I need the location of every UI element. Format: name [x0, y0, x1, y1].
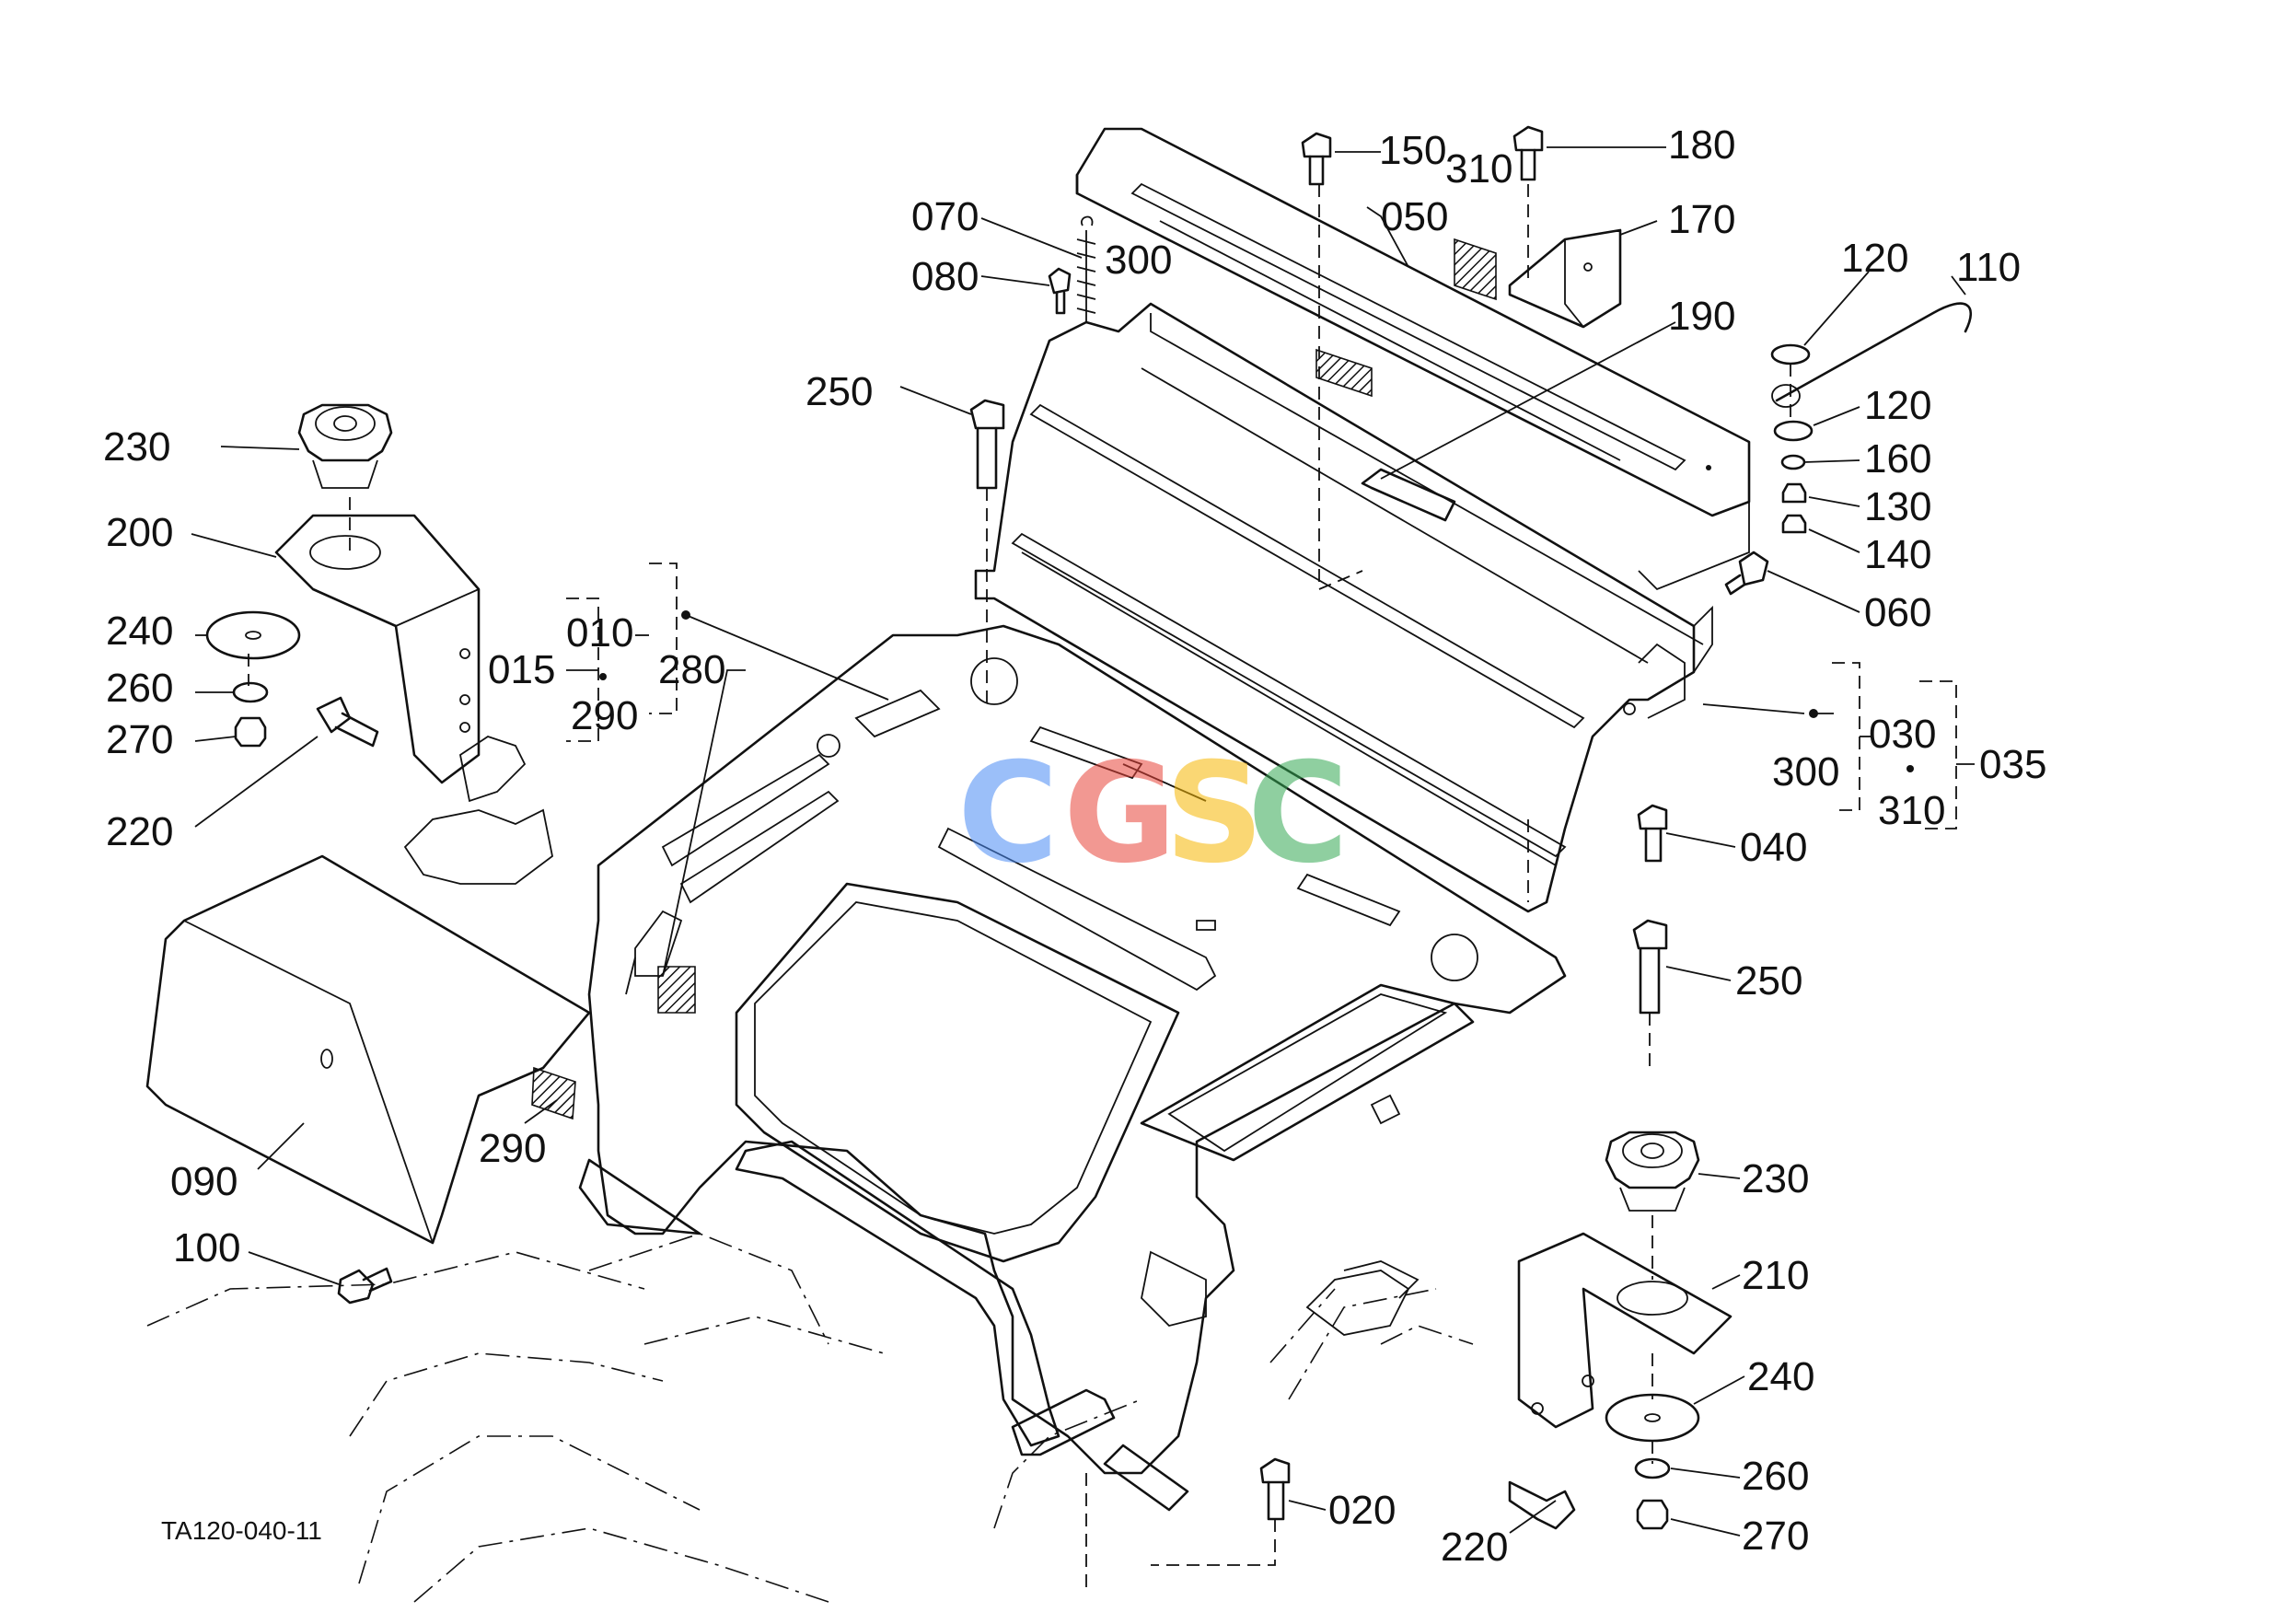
callout-310-group: 310 [1878, 788, 1945, 833]
callout-210: 210 [1742, 1253, 1809, 1298]
callout-070: 070 [911, 194, 979, 239]
watermark-letter-s: S [1165, 734, 1264, 894]
bolt-040 [1637, 804, 1668, 863]
spring-070 [1076, 215, 1096, 322]
seat-back-panel [974, 302, 1713, 913]
callout-220-left: 220 [106, 809, 173, 854]
callout-250-right: 250 [1735, 958, 1802, 1003]
callout-100: 100 [173, 1225, 240, 1270]
clip-190 [1361, 468, 1456, 522]
callout-180: 180 [1668, 122, 1735, 168]
leader-lines [191, 146, 1966, 1537]
callout-170: 170 [1668, 197, 1735, 242]
bolt-220-left [316, 696, 379, 748]
bolt-020 [1259, 1457, 1291, 1521]
washer-240-right [1605, 1393, 1700, 1443]
callout-090: 090 [170, 1159, 238, 1204]
bolt-150 [1301, 132, 1332, 186]
callout-290-cover: 290 [479, 1126, 546, 1171]
bolt-250-right [1632, 919, 1668, 1015]
lock-washer-260-left [232, 681, 269, 703]
callout-060: 060 [1864, 590, 1931, 635]
callout-220-right: 220 [1441, 1525, 1508, 1570]
chassis-outline [146, 736, 1474, 1603]
callout-080: 080 [911, 254, 979, 299]
callout-270-right: 270 [1742, 1514, 1809, 1559]
rubber-mount-230-left [297, 403, 393, 489]
callout-160: 160 [1864, 436, 1931, 481]
nut-140 [1781, 514, 1807, 534]
callout-120-upper: 120 [1841, 236, 1908, 281]
washer-120-lower [1773, 420, 1814, 442]
bolt-100 [337, 1267, 393, 1305]
callout-140: 140 [1864, 532, 1931, 577]
decal-280 [657, 966, 696, 1014]
reference-lines [248, 184, 1791, 1588]
callout-120-lower: 120 [1864, 383, 1931, 428]
callout-150: 150 [1379, 128, 1446, 173]
diagram-code: TA120-040-11 [161, 1516, 322, 1545]
callout-110: 110 [1956, 245, 2021, 290]
rubber-mount-230-right [1605, 1131, 1700, 1212]
side-cover-090 [145, 854, 591, 1245]
lock-washer-260-right [1634, 1457, 1671, 1479]
left-bracket-200 [274, 514, 481, 784]
callout-260-left: 260 [106, 666, 173, 711]
fender-body [578, 624, 1567, 1512]
callout-030: 030 [1869, 712, 1936, 757]
callout-300-top: 300 [1105, 238, 1172, 283]
callout-230-right: 230 [1742, 1156, 1809, 1201]
callout-240-right: 240 [1747, 1354, 1814, 1399]
callout-290-group: 290 [571, 693, 638, 738]
pin-080 [1048, 267, 1072, 315]
bolt-250-top [969, 399, 1005, 490]
right-bracket-210 [1517, 1232, 1733, 1429]
group-brackets [566, 563, 1975, 829]
rear-tray-050 [1075, 127, 1751, 591]
callout-190: 190 [1668, 294, 1735, 339]
callout-260-right: 260 [1742, 1454, 1809, 1499]
callout-230-left: 230 [103, 424, 170, 470]
callout-020: 020 [1328, 1488, 1396, 1533]
decal-300 [1315, 348, 1373, 398]
washer-240-left [205, 610, 301, 660]
callout-240-left: 240 [106, 609, 173, 654]
nut-130 [1781, 482, 1807, 504]
callout-280: 280 [658, 647, 725, 692]
bracket-170 [1508, 228, 1622, 329]
bolt-060 [1724, 551, 1769, 596]
bolt-220-right [1508, 1480, 1576, 1530]
callout-310-top: 310 [1445, 146, 1512, 191]
callout-015: 015 [488, 647, 555, 692]
watermark-letter-c1: C [957, 734, 1059, 894]
watermark-logo: C G S C [957, 734, 1349, 894]
decal-310 [1454, 238, 1497, 301]
callout-labels: 230 200 240 260 270 220 015 010 290 280 … [103, 122, 2046, 1570]
callout-040: 040 [1740, 825, 1807, 870]
callout-200: 200 [106, 510, 173, 555]
callout-050: 050 [1381, 194, 1448, 239]
hook-rod-110 [1771, 302, 1972, 408]
callout-250-top: 250 [805, 369, 873, 414]
lock-washer-160 [1780, 454, 1806, 470]
watermark-letter-g: G [1063, 734, 1176, 894]
bolt-180 [1512, 125, 1544, 181]
washer-120-upper [1770, 343, 1811, 365]
callout-130: 130 [1864, 484, 1931, 529]
callout-300-group: 300 [1772, 749, 1839, 795]
nut-270-left [234, 716, 267, 748]
callout-035: 035 [1979, 742, 2046, 787]
callout-270-left: 270 [106, 717, 173, 762]
callout-010: 010 [566, 610, 633, 655]
watermark-letter-c2: C [1247, 734, 1349, 894]
nut-270-right [1636, 1499, 1669, 1530]
